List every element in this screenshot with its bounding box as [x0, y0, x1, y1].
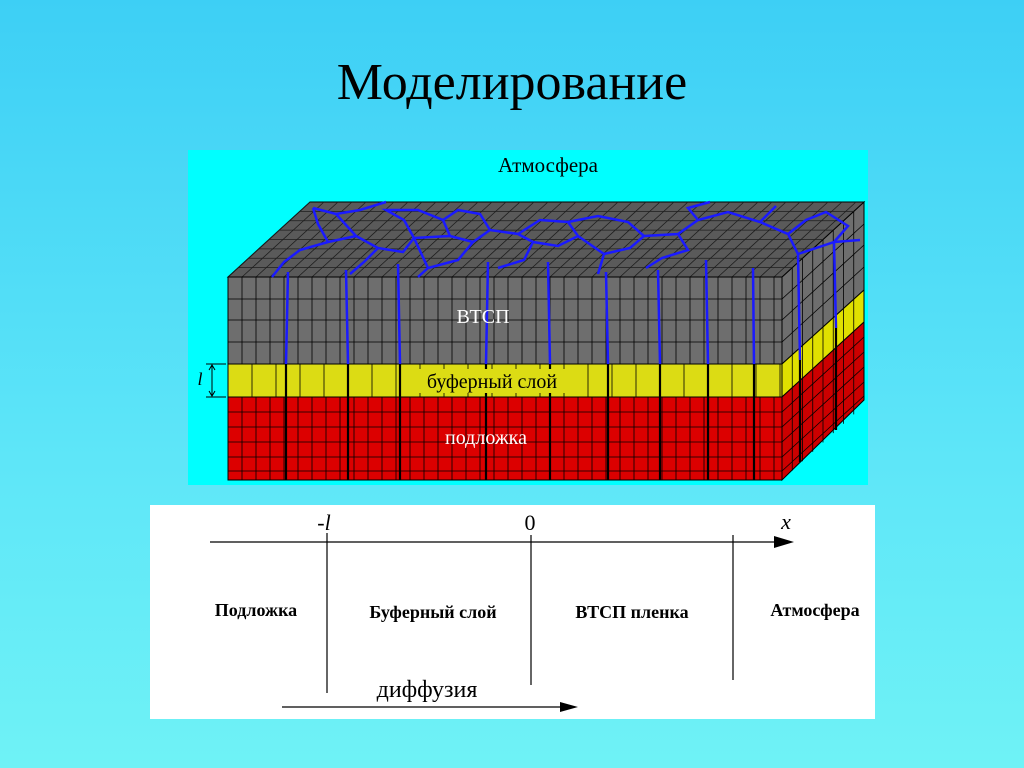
region-htsc-film: ВТСП пленка	[575, 602, 688, 622]
htsc-label: ВТСП	[456, 306, 509, 328]
region-buffer: Буферный слой	[369, 602, 496, 622]
side-face-grid	[781, 211, 865, 472]
thickness-label: l	[197, 369, 202, 389]
layered-block-diagram: Атмосфера ВТСП буферный слой подложка	[188, 150, 868, 485]
buffer-label: буферный слой	[427, 371, 557, 393]
diffusion-label: диффузия	[377, 677, 478, 703]
region-substrate: Подложка	[215, 600, 297, 620]
x-axis-label: x	[780, 509, 791, 534]
tick-minus-l-label: -l	[317, 510, 330, 535]
slide-title: Моделирование	[336, 54, 688, 111]
atmosphere-label: Атмосфера	[498, 153, 599, 177]
diffusion-axis-diagram: x -l 0 Подложка Буферный слой ВТСП пленк…	[150, 505, 875, 719]
grain-boundaries-front	[284, 241, 838, 365]
diffusion-arrowhead	[560, 702, 578, 712]
x-axis-arrowhead	[774, 536, 794, 548]
thickness-marker	[206, 363, 226, 398]
grain-boundaries-top	[271, 200, 861, 278]
buffer-label-backdrop	[402, 369, 582, 393]
grain-boundaries-substrate	[284, 328, 838, 480]
substrate-label: подложка	[445, 427, 527, 449]
region-atmosphere: Атмосфера	[770, 600, 859, 620]
tick-zero-label: 0	[525, 510, 536, 535]
